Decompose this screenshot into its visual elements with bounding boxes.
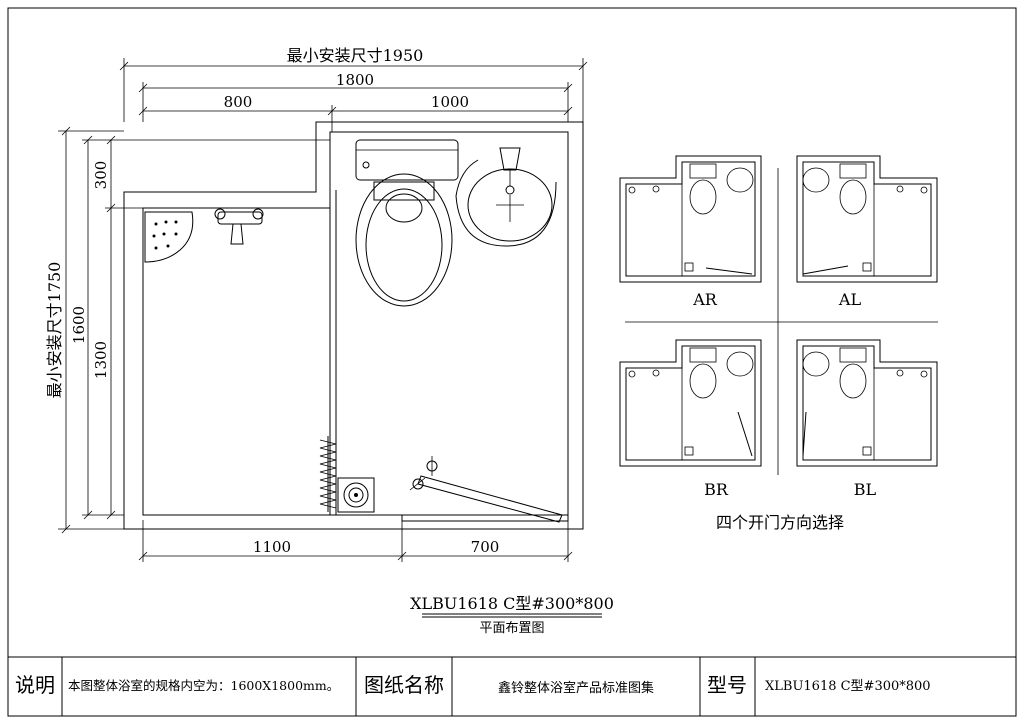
desc-label: 说明 <box>15 673 55 697</box>
top-depth-label: 300 <box>92 161 110 190</box>
variant-al-label: AL <box>838 290 862 309</box>
sliding-door <box>401 456 569 523</box>
overall-depth-label: 1600 <box>70 306 88 344</box>
variant-br-label: BR <box>704 480 729 499</box>
right-width-label: 1000 <box>431 93 469 111</box>
bottom-dimensions: 1100 700 <box>138 520 573 562</box>
drawing-title: XLBU1618 C型#300*800 平面布置图 <box>410 594 614 636</box>
lower-depth-label: 1300 <box>92 341 110 379</box>
drawing-name-title: 平面布置图 <box>479 621 544 636</box>
drawing-name-value: 鑫铃整体浴室产品标准图集 <box>498 680 654 696</box>
toilet <box>355 139 459 307</box>
bottom-left-label: 1100 <box>253 538 291 556</box>
main-plan <box>123 121 584 530</box>
variant-bl: BL <box>796 339 938 499</box>
variant-ar-label: AR <box>692 290 718 309</box>
top-dimensions: 最小安装尺寸1950 1800 800 1000 <box>119 46 588 132</box>
variants-caption: 四个开门方向选择 <box>716 513 844 532</box>
shower-mixer <box>214 208 264 245</box>
model-value: XLBU1618 C型#300*800 <box>765 679 931 694</box>
overall-width-label: 1800 <box>336 71 374 89</box>
min-install-depth-label: 最小安装尺寸1750 <box>45 262 64 399</box>
towel-rail <box>319 436 337 512</box>
variant-bl-label: BL <box>854 480 877 499</box>
title-block: 说明 本图整体浴室的规格内空为：1600X1800mm。 图纸名称 鑫铃整体浴室… <box>7 656 1017 717</box>
variant-br: BR <box>619 339 762 499</box>
corner-shelf <box>144 211 194 263</box>
left-width-label: 800 <box>224 93 253 111</box>
left-dimensions: 最小安装尺寸1750 1600 300 1300 <box>45 126 330 534</box>
variant-al: AL <box>796 155 938 309</box>
variant-grid <box>625 168 938 475</box>
min-install-width-label: 最小安装尺寸1950 <box>287 46 424 65</box>
drawing-model-title: XLBU1618 C型#300*800 <box>410 594 614 613</box>
floor-drain <box>337 477 375 513</box>
model-label: 型号 <box>707 673 747 697</box>
desc-text: 本图整体浴室的规格内空为：1600X1800mm。 <box>68 678 339 693</box>
variant-ar: AR <box>619 155 762 309</box>
drawing-name-label: 图纸名称 <box>364 673 444 697</box>
bottom-right-label: 700 <box>471 538 500 556</box>
washbasin <box>455 147 557 247</box>
